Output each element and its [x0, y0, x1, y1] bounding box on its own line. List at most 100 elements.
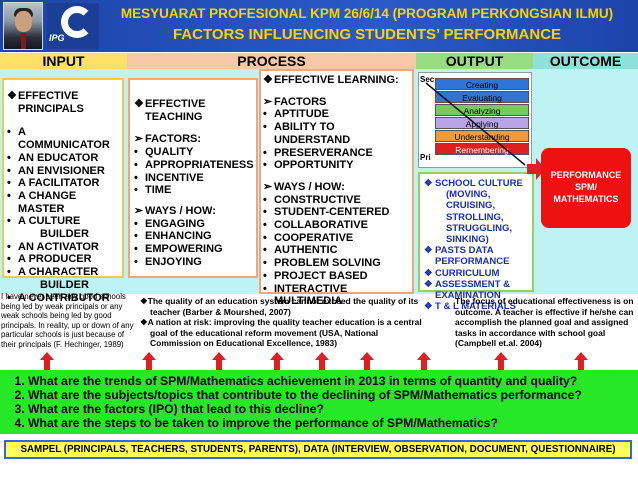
header-bar: [0, 0, 638, 52]
school-factor-item: STRUGGLING,: [446, 222, 512, 234]
school-factor-item: PASTS DATA: [424, 245, 530, 256]
bloom-level-creating: Creating: [435, 78, 529, 90]
primary-label: Pri: [420, 153, 431, 162]
input-principals-box: EFFECTIVE PRINCIPALS A COMMUNICATOR AN E…: [2, 78, 124, 304]
quote-teacher-quality: ❖The quality of an education system cann…: [140, 296, 425, 349]
secondary-label: Sec: [420, 75, 435, 84]
learning-way: COLLABORATIVE: [263, 219, 410, 232]
up-arrow-icon: [212, 352, 226, 370]
learning-heading: EFFECTIVE LEARNING:: [263, 74, 410, 87]
diamond-icon: ❖: [140, 317, 148, 327]
outcome-line-1: PERFORMANCE: [550, 170, 622, 180]
school-factor-item: T & L MATERIALS: [424, 301, 530, 312]
teaching-factor: APPROPRIATENESS: [134, 159, 254, 172]
teaching-factor: QUALITY: [134, 146, 254, 159]
principal-item: A CHANGE MASTER: [7, 190, 118, 215]
column-header-process: PROCESS: [127, 53, 416, 69]
school-factor-item: (MOVING, CRUISING,: [446, 189, 496, 212]
presenter-photo: [3, 2, 43, 50]
up-arrow-icon: [315, 352, 329, 370]
learning-way: PROBLEM SOLVING: [263, 257, 410, 270]
principal-item: BUILDER: [40, 228, 89, 241]
diamond-icon: ❖: [140, 296, 148, 306]
teaching-heading-1: EFFECTIVE: [134, 98, 254, 111]
principal-item: AN ACTIVATOR: [7, 241, 118, 254]
teaching-heading-2: TEACHING: [145, 110, 203, 123]
principal-item: A COMMUNICATOR: [7, 126, 118, 151]
quote-nation-at-risk: A nation at risk: improving the quality …: [147, 317, 422, 348]
up-arrow-icon: [360, 352, 374, 370]
bloom-level-evaluating: Evaluating: [435, 91, 529, 103]
outcome-line-2: SPM/: [574, 182, 597, 192]
diagonal-arrow-icon: [425, 82, 526, 166]
learning-way: STUDENT-CENTERED: [263, 206, 410, 219]
question-item: What are the factors (IPO) that lead to …: [28, 402, 638, 416]
school-factor-item: SCHOOL CULTURE: [424, 178, 530, 189]
principal-item: AN EDUCATOR: [7, 152, 118, 165]
bloom-level-remembering: Remembering: [435, 143, 529, 155]
school-factor-item: SINKING): [446, 234, 489, 246]
ipg-logo: IPG: [47, 3, 99, 49]
teaching-factor: INCENTIVE: [134, 172, 254, 185]
up-arrow-icon: [142, 352, 156, 370]
slide-title: FACTORS INFLUENCING STUDENTS’ PERFORMANC…: [172, 26, 562, 43]
principals-heading-2: PRINCIPALS: [18, 102, 84, 115]
learning-way: PROJECT BASED: [263, 270, 410, 283]
principal-item: A CHARACTER: [7, 266, 118, 279]
learning-factor: APTITUDE: [263, 108, 410, 121]
sample-data-bar: SAMPEL (PRINCIPALS, TEACHERS, STUDENTS, …: [4, 440, 632, 459]
bloom-level-understanding: Understanding: [435, 130, 529, 142]
up-arrow-icon: [270, 352, 284, 370]
column-header-outcome: OUTCOME: [533, 53, 638, 69]
question-item: What are the subjects/topics that contri…: [28, 388, 638, 402]
school-factors-box: SCHOOL CULTURE(MOVING, CRUISING,STROLLIN…: [418, 172, 534, 313]
school-factor-item: PERFORMANCE: [435, 256, 510, 268]
principal-item: A CONTRIBUTOR: [7, 292, 118, 305]
teaching-way: ENJOYING: [134, 256, 254, 269]
teaching-way: ENHANCING: [134, 230, 254, 243]
learning-way: CONSTRUCTIVE: [263, 194, 410, 207]
meeting-title: MESYUARAT PROFESIONAL KPM 26/6/14 (PROGR…: [120, 6, 614, 21]
principal-item: A FACILITATOR: [7, 177, 118, 190]
question-item: What are the steps to be taken to improv…: [28, 416, 638, 430]
up-arrow-icon: [574, 352, 588, 370]
teaching-way: ENGAGING: [134, 218, 254, 231]
principals-heading-1: EFFECTIVE: [7, 90, 118, 103]
school-factor-item: EXAMINATION: [435, 290, 501, 302]
learning-way: AUTHENTIC: [263, 244, 410, 257]
quote-hechinger: I have never seen any good schools being…: [1, 292, 134, 349]
teaching-ways-label: WAYS / HOW:: [134, 205, 254, 218]
learning-factor: OPPORTUNITY: [263, 159, 410, 172]
bloom-level-analyzing: Analyzing: [435, 104, 529, 116]
learning-way: INTERACTIVE MULTIMEDIA: [263, 283, 410, 308]
learning-way: COOPERATIVE: [263, 232, 410, 245]
teaching-factors-label: FACTORS:: [134, 133, 254, 146]
teaching-way: EMPOWERING: [134, 243, 254, 256]
right-arrow-icon: [527, 158, 545, 180]
principal-item: A CULTURE: [7, 215, 118, 228]
research-questions-box: What are the trends of SPM/Mathematics a…: [0, 370, 638, 434]
school-factor-item: CURRICULUM: [424, 268, 530, 279]
column-header-input: INPUT: [0, 53, 127, 69]
teaching-factor: TIME: [134, 184, 254, 197]
effective-learning-box: EFFECTIVE LEARNING: FACTORS APTITUDE ABI…: [259, 69, 414, 307]
learning-factors-label: FACTORS: [263, 96, 410, 109]
principal-item: A PRODUCER: [7, 253, 118, 266]
school-factor-item: STROLLING,: [446, 211, 504, 223]
column-header-output: OUTPUT: [416, 53, 533, 69]
up-arrow-icon: [417, 352, 431, 370]
school-factor-item: ASSESSMENT &: [424, 279, 530, 290]
principal-item: BUILDER: [40, 278, 89, 291]
up-arrow-icon: [40, 352, 54, 370]
outcome-line-3: MATHEMATICS: [553, 194, 619, 204]
quote-campbell: The focus of educational effectiveness i…: [455, 296, 634, 348]
quote-barber: The quality of an education system canno…: [147, 296, 419, 317]
learning-factor: PRESERVERANCE: [263, 147, 410, 160]
principal-item: AN ENVISIONER: [7, 165, 118, 178]
effective-teaching-box: EFFECTIVE TEACHING FACTORS: QUALITY APPR…: [128, 78, 258, 278]
up-arrow-icon: [494, 352, 508, 370]
logo-text: IPG: [49, 33, 65, 43]
performance-outcome-box: PERFORMANCE SPM/ MATHEMATICS: [541, 148, 631, 228]
learning-factor: ABILITY TO UNDERSTAND: [263, 121, 410, 146]
